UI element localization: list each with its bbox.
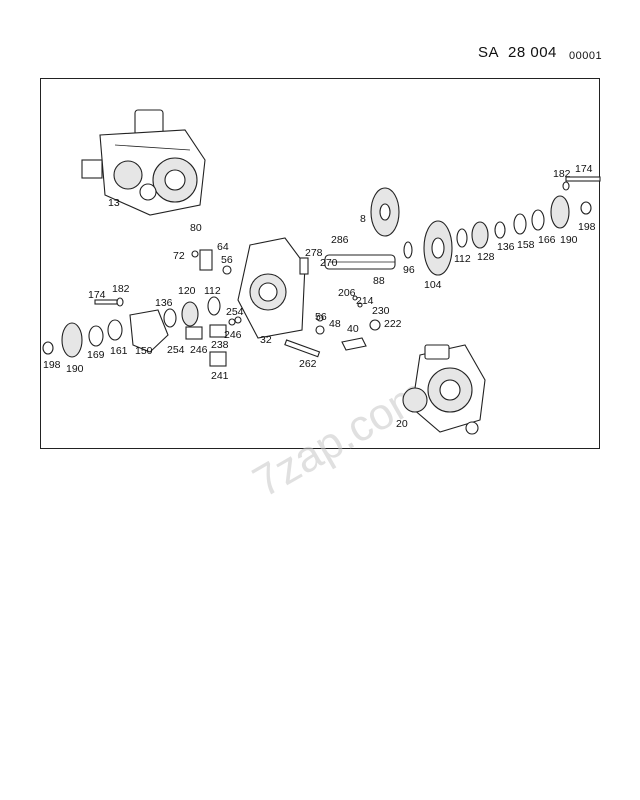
callout-241: 241 (211, 370, 229, 382)
callout-169: 169 (87, 349, 105, 361)
callout-174: 174 (88, 289, 106, 301)
callout-120: 120 (178, 285, 196, 297)
callout-8: 8 (360, 213, 366, 225)
callout-206: 206 (338, 287, 356, 299)
callout-48: 48 (329, 318, 341, 330)
callout-64: 64 (217, 241, 229, 253)
callout-40: 40 (347, 323, 359, 335)
header-prefix: SA (478, 44, 500, 61)
watermark: 7zap.com (245, 369, 435, 507)
callout-190: 190 (560, 234, 578, 246)
housing-32-illustration (191, 237, 381, 358)
callout-80: 80 (190, 222, 202, 234)
callout-56: 56 (221, 254, 233, 266)
callout-254: 254 (167, 344, 185, 356)
output-shaft-parts-illustration (324, 176, 601, 276)
assembly-20-illustration (402, 344, 486, 435)
callout-246: 246 (190, 344, 208, 356)
callout-278: 278 (305, 247, 323, 259)
callout-128: 128 (477, 251, 495, 263)
header-sheet-number: 00001 (569, 50, 603, 62)
callout-214: 214 (356, 295, 374, 307)
callout-150: 150 (135, 345, 153, 357)
callout-112: 112 (204, 285, 221, 297)
callout-161: 161 (110, 345, 128, 357)
input-shaft-parts-illustration (42, 296, 242, 367)
header-group-number: 28 004 (508, 44, 557, 61)
callout-182: 182 (553, 168, 571, 180)
callout-13: 13 (108, 197, 120, 209)
callout-230: 230 (372, 305, 390, 317)
callout-174: 174 (575, 163, 593, 175)
callout-112: 112 (454, 253, 471, 265)
callout-238: 238 (211, 339, 229, 351)
callout-270: 270 (320, 257, 338, 269)
callout-198: 198 (578, 221, 596, 233)
callout-20: 20 (396, 418, 408, 430)
callout-254: 254 (226, 306, 244, 318)
callout-72: 72 (173, 250, 185, 262)
callout-222: 222 (384, 318, 402, 330)
callout-32: 32 (260, 334, 272, 346)
assembly-13-illustration (81, 109, 206, 216)
callout-286: 286 (331, 234, 349, 246)
callout-166: 166 (538, 234, 556, 246)
diagram-frame (40, 78, 600, 449)
callout-96: 96 (403, 264, 415, 276)
callout-182: 182 (112, 283, 130, 295)
callout-190: 190 (66, 363, 84, 375)
callout-labels: 13 174 182 198 190 166 158 136 128 112 9… (43, 163, 596, 430)
callout-136: 136 (155, 297, 173, 309)
callout-88: 88 (373, 275, 385, 287)
callout-262: 262 (299, 358, 317, 370)
callout-198: 198 (43, 359, 61, 371)
callout-104: 104 (424, 279, 442, 291)
callout-136: 136 (497, 241, 515, 253)
callout-246: 246 (224, 329, 242, 341)
callout-158: 158 (517, 239, 535, 251)
callout-56: 56 (315, 311, 327, 323)
